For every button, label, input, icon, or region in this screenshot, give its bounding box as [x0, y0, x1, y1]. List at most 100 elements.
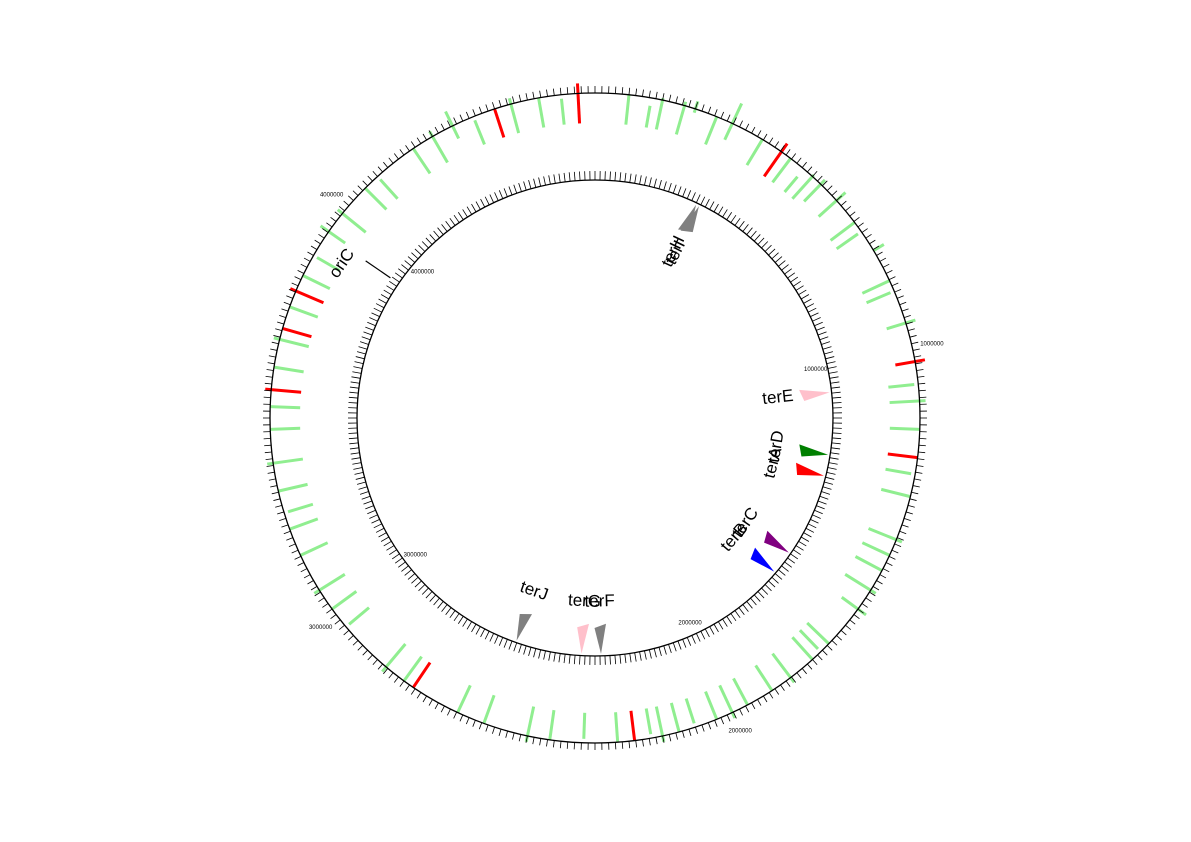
feature-mark — [287, 502, 314, 514]
inner-ring-tick — [761, 241, 769, 249]
inner-ring-tick — [771, 576, 779, 584]
inner-ring-tick — [411, 252, 419, 260]
outer-ring-tick — [918, 389, 926, 392]
inner-ring-tick — [787, 557, 796, 564]
inner-ring-tick — [686, 637, 692, 646]
outer-ring-tick — [831, 190, 838, 196]
feature-mark — [854, 555, 883, 572]
outer-ring-tick — [314, 591, 321, 597]
outer-ring-tick — [552, 88, 555, 96]
inner-ring-tick — [761, 587, 769, 595]
outer-ring-tick — [372, 659, 378, 665]
inner-ring-tick — [518, 644, 522, 654]
inner-ring-tick — [800, 536, 810, 542]
outer-ring-tick — [268, 355, 276, 358]
feature-mark — [829, 221, 856, 242]
ter-site-arrow — [764, 530, 789, 553]
outer-ring-tick — [733, 117, 737, 125]
inner-ring-tick — [563, 172, 566, 182]
feature-mark — [444, 110, 461, 140]
outer-ring-tick — [912, 348, 920, 351]
outer-ring-tick — [283, 530, 291, 535]
inner-ring-tick — [658, 647, 662, 657]
inner-ring-tick — [433, 230, 440, 239]
outer-ring-tick — [707, 722, 712, 730]
inner-ring-tick — [365, 326, 374, 331]
inner-ring-tick — [407, 573, 416, 580]
outer-ring-tick — [901, 524, 909, 528]
outer-ring-tick — [539, 90, 542, 98]
feature-mark — [886, 318, 916, 331]
inner-ring-tick — [814, 321, 823, 327]
inner-ring-tick — [425, 591, 433, 599]
outer-ring-tick — [635, 88, 638, 96]
inner-ring-tick — [563, 654, 566, 664]
outer-ring-tick-label: 4000000 — [320, 193, 344, 199]
inner-ring-tick — [457, 616, 464, 624]
inner-ring-tick — [363, 331, 373, 336]
outer-ring-tick — [440, 705, 445, 713]
outer-ring-tick — [812, 171, 818, 177]
inner-ring-tick — [663, 181, 667, 191]
outer-ring-tick — [909, 335, 917, 338]
inner-ring-tick — [425, 237, 433, 245]
outer-ring-tick — [876, 580, 883, 585]
outer-ring-tick — [903, 518, 911, 521]
outer-ring-tick — [662, 93, 665, 101]
inner-ring-tick — [824, 351, 834, 355]
inner-ring-tick — [726, 212, 733, 220]
ter-site-label: terA — [759, 445, 785, 481]
outer-ring-tick — [330, 216, 337, 222]
inner-ring-tick — [568, 654, 571, 664]
outer-ring-tick — [271, 491, 279, 495]
inner-ring-tick — [624, 654, 627, 664]
feature-mark — [364, 187, 388, 211]
inner-ring-tick — [371, 312, 380, 318]
inner-ring-tick — [429, 234, 437, 242]
inner-ring-tick — [553, 652, 556, 662]
outer-ring-tick — [628, 741, 631, 749]
outer-ring-tick — [757, 699, 762, 706]
outer-ring-tick — [675, 96, 678, 104]
outer-ring-tick — [745, 705, 750, 713]
outer-ring-tick — [739, 120, 743, 128]
feature-mark — [654, 97, 665, 130]
inner-ring-tick — [349, 442, 359, 445]
inner-ring-tick — [781, 264, 789, 271]
inner-ring-tick — [453, 214, 460, 223]
outer-ring-tick — [785, 149, 791, 156]
outer-ring-tick — [405, 684, 410, 691]
inner-ring-tick — [831, 386, 841, 389]
inner-ring-tick — [348, 402, 358, 404]
inner-ring-tick — [713, 203, 719, 213]
outer-ring-tick — [791, 676, 797, 683]
outer-ring-tick — [628, 87, 631, 95]
feature-mark — [798, 629, 820, 650]
inner-ring-tick — [380, 536, 390, 542]
inner-ring-tick — [558, 653, 561, 663]
inner-ring-tick — [394, 557, 403, 564]
outer-ring-tick — [422, 695, 427, 703]
inner-ring-tick — [824, 481, 834, 485]
inner-ring-ticks — [348, 171, 842, 665]
inner-ring-tick — [471, 623, 477, 633]
inner-ring-tick — [757, 237, 765, 245]
feature-mark — [861, 541, 891, 557]
inner-ring-tick — [827, 366, 837, 369]
outer-ring-tick — [621, 741, 624, 749]
inner-ring-tick — [738, 607, 745, 615]
feature-mark — [888, 382, 915, 389]
outer-ring-tick — [286, 537, 293, 541]
inner-ring-tick — [800, 294, 810, 300]
outer-ring-tick — [453, 711, 457, 719]
feature-mark — [644, 708, 653, 735]
outer-ring-tick — [831, 640, 838, 646]
inner-ring-tick — [378, 532, 387, 538]
inner-ring-tick — [418, 584, 426, 592]
outer-ring-tick — [907, 505, 915, 508]
inner-ring-tick — [668, 182, 672, 192]
outer-ring-tick — [914, 355, 922, 358]
outer-ring-tick — [273, 498, 281, 501]
inner-ring-tick — [677, 186, 682, 196]
